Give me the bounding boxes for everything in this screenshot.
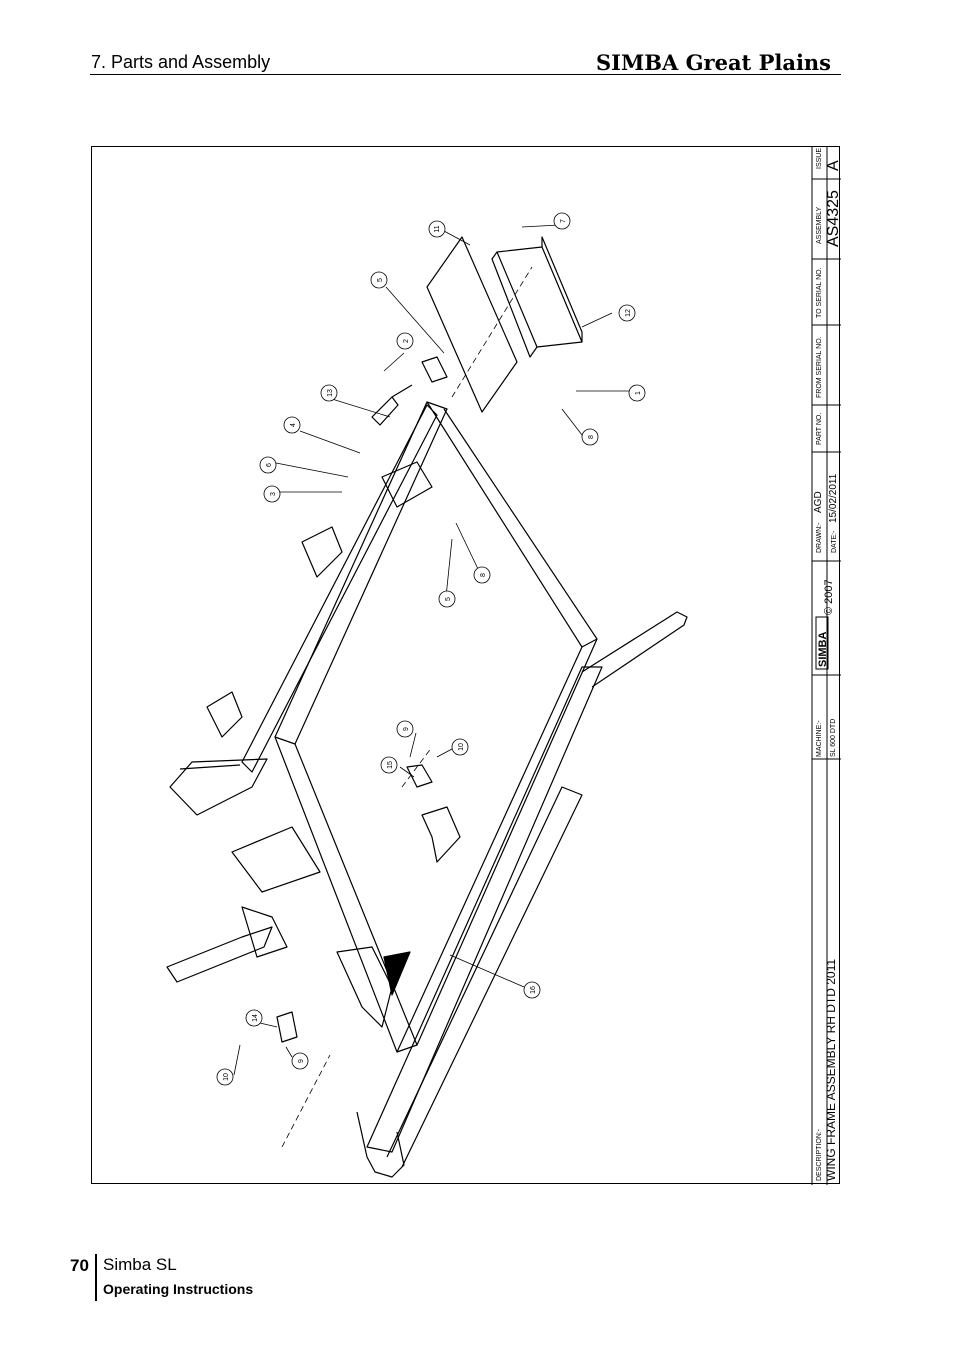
svg-text:5: 5 (445, 597, 452, 601)
callout-13: 13 (320, 384, 338, 402)
svg-text:SIMBA: SIMBA (817, 632, 829, 668)
svg-text:8: 8 (588, 435, 595, 439)
drawn-label: DRAWN:- (816, 522, 823, 553)
callout-8: 8 (581, 428, 599, 446)
machine-value: SL 600 DTD (830, 719, 837, 757)
callout-3: 3 (263, 485, 281, 503)
title-block (811, 147, 841, 1185)
callout-11: 11 (428, 220, 446, 238)
brand-logo: SIMBA Great Plains (596, 50, 832, 75)
svg-text:15: 15 (387, 761, 394, 769)
drawn-value: AGD (813, 491, 824, 513)
svg-text:12: 12 (625, 309, 632, 317)
svg-text:11: 11 (434, 225, 441, 232)
callout-1: 1 (628, 384, 646, 402)
section-title: 7. Parts and Assembly (91, 52, 271, 72)
date-label: DATE:- (831, 530, 838, 553)
description-label: DESCRIPTION:- (816, 1128, 823, 1181)
wing-frame-linework (166, 236, 688, 1178)
svg-text:9: 9 (403, 727, 410, 731)
assembly-drawing: ISSUE A ASSEMBLY AS4325 TO SERIAL NO. FR… (166, 147, 842, 1185)
part-no-label: PART NO. (816, 413, 823, 445)
svg-text:14: 14 (252, 1014, 259, 1022)
callout-10-lower: 10 (216, 1068, 234, 1086)
svg-text:2: 2 (403, 339, 410, 343)
machine-label: MACHINE:- (816, 720, 823, 757)
callout-7: 7 (553, 212, 571, 230)
copyright-text: © 2007 (823, 579, 835, 615)
to-serial-label: TO SERIAL NO. (816, 267, 823, 318)
callout-5: 5 (370, 271, 388, 289)
svg-text:13: 13 (327, 389, 334, 397)
manual-title: Simba SL (103, 1255, 177, 1274)
svg-text:8: 8 (480, 573, 487, 577)
svg-text:7: 7 (560, 219, 567, 223)
issue-label: ISSUE (816, 148, 823, 169)
footer-divider (95, 1254, 97, 1301)
issue-value: A (825, 160, 841, 171)
callout-2: 2 (396, 332, 414, 350)
simba-stamp-logo: SIMBA (815, 616, 829, 670)
callout-leaders (233, 224, 634, 1148)
svg-text:10: 10 (458, 743, 465, 751)
manual-subtitle: Operating Instructions (103, 1281, 254, 1297)
date-value: 15/02/2011 (828, 473, 839, 523)
callout-6: 6 (259, 456, 277, 474)
svg-text:5: 5 (377, 278, 384, 282)
callout-4: 4 (283, 416, 301, 434)
callout-5-lower: 5 (438, 590, 456, 608)
svg-text:3: 3 (270, 492, 277, 496)
callout-9-lower: 9 (291, 1052, 309, 1070)
svg-text:4: 4 (290, 423, 297, 427)
callout-12: 12 (618, 304, 636, 322)
callout-15: 15 (380, 756, 398, 774)
callout-14: 14 (245, 1009, 263, 1027)
svg-text:10: 10 (223, 1073, 230, 1081)
description-value: WING FRAME ASSEMBLY RH DTD 2011 (824, 959, 838, 1181)
assembly-value: AS4325 (825, 190, 841, 247)
svg-text:16: 16 (530, 986, 537, 994)
page-number: 70 (70, 1256, 89, 1275)
svg-text:6: 6 (266, 463, 273, 467)
callout-9: 9 (396, 720, 414, 738)
drawing-frame: ISSUE A ASSEMBLY AS4325 TO SERIAL NO. FR… (91, 146, 842, 1185)
from-serial-label: FROM SERIAL NO. (816, 336, 823, 398)
callout-10: 10 (451, 738, 469, 756)
svg-text:9: 9 (298, 1059, 305, 1063)
callout-16: 16 (523, 981, 541, 999)
callout-8-lower: 8 (473, 566, 491, 584)
svg-text:1: 1 (635, 391, 642, 395)
header-divider (90, 74, 841, 75)
assembly-label: ASSEMBLY (816, 206, 823, 244)
